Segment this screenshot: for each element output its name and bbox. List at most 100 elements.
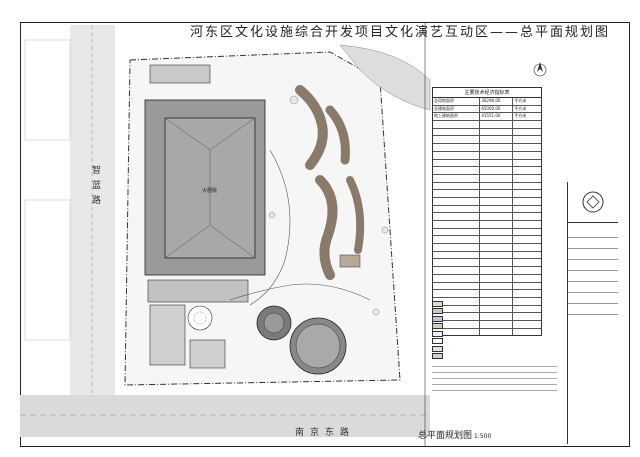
table-cell [513,152,541,159]
roof-ridge [164,224,211,259]
legend-item [432,345,502,353]
legend-swatch [432,330,443,337]
table-row [433,136,541,145]
table-cell [480,251,514,259]
table-cell [513,206,541,213]
plan-caption-text: 总平面规划图 [418,431,473,441]
table-cell [433,221,481,228]
legend-swatch [432,315,443,322]
table-row [433,151,541,160]
table-row [433,205,541,214]
table-row [433,282,541,291]
roof-ridge [209,224,256,259]
table-cell [480,244,514,251]
table-row [433,228,541,237]
title-block-cell [568,260,618,271]
legend-swatch [432,353,443,360]
table-row [433,190,541,198]
tree [289,95,299,105]
title-block-cell [568,227,618,238]
table-cell [433,328,481,336]
south-road [20,395,430,437]
table-cell [480,274,514,282]
table-row [433,328,541,336]
title-block-cell [568,304,618,315]
notes-area [432,362,557,392]
legend-item [432,330,502,338]
table-cell [513,121,541,128]
table-row [433,236,541,245]
table-cell [433,259,481,267]
table-cell [480,144,514,151]
table-cell [513,252,541,259]
table-cell [480,197,514,205]
legend-item [432,300,502,308]
table-cell [480,259,514,267]
south-building [189,339,226,369]
table-cell [433,151,481,159]
west-block [24,39,71,141]
legend-swatch [432,308,443,315]
table-cell [480,221,514,228]
table-cell [513,283,541,290]
table-cell [433,305,481,313]
table-row [433,267,541,275]
table-cell: 平方米 [514,113,527,119]
table-row [433,144,541,152]
table-cell [513,275,541,282]
table-row [433,121,541,129]
table-cell [433,174,481,182]
table-cell [480,305,514,313]
landscape-area [339,44,431,111]
table-row [433,159,541,168]
table-cell [480,297,514,305]
table-cell [433,228,481,236]
table-cell [433,213,481,220]
table-cell [513,136,541,143]
table-cell [513,321,541,328]
table-cell [480,236,514,244]
table-cell [513,313,541,320]
legend-item [432,323,502,331]
table-cell [513,236,541,243]
legend-swatch [432,338,443,345]
table-cell [513,175,541,182]
table-row [433,274,541,283]
table-cell [480,328,514,336]
table-cell [433,197,481,205]
plaza-inner-circle [193,311,207,325]
table-row [433,167,541,175]
table-row [433,305,541,314]
title-block-cell [568,271,618,282]
table-cell [433,144,481,151]
company-logo-icon [582,191,604,213]
table-cell [433,190,481,197]
note-line [432,374,557,379]
table-cell [433,267,481,274]
table-cell [480,205,514,213]
table-row [433,182,541,191]
top-building [149,64,211,84]
drawing-frame [20,22,630,447]
table-cell [480,282,514,290]
curved-block [346,176,365,254]
drawing-title: 河东区文化设施综合开发项目文化演艺互动区——总平面规划图 [190,25,611,40]
table-cell: 总用地面积 [433,98,481,105]
table-cell [513,198,541,205]
table-cell [433,274,481,282]
legend [432,300,502,360]
table-cell [480,167,514,174]
table-cell [433,167,481,174]
note-line [432,386,557,391]
table-row [433,221,541,229]
table-cell [433,182,481,190]
west-road-label: 智蓝路 [90,165,100,210]
table-cell [480,228,514,236]
table-cell [433,320,481,328]
title-block-cell [568,282,618,293]
table-cell [513,259,541,266]
table-cell [513,329,541,336]
